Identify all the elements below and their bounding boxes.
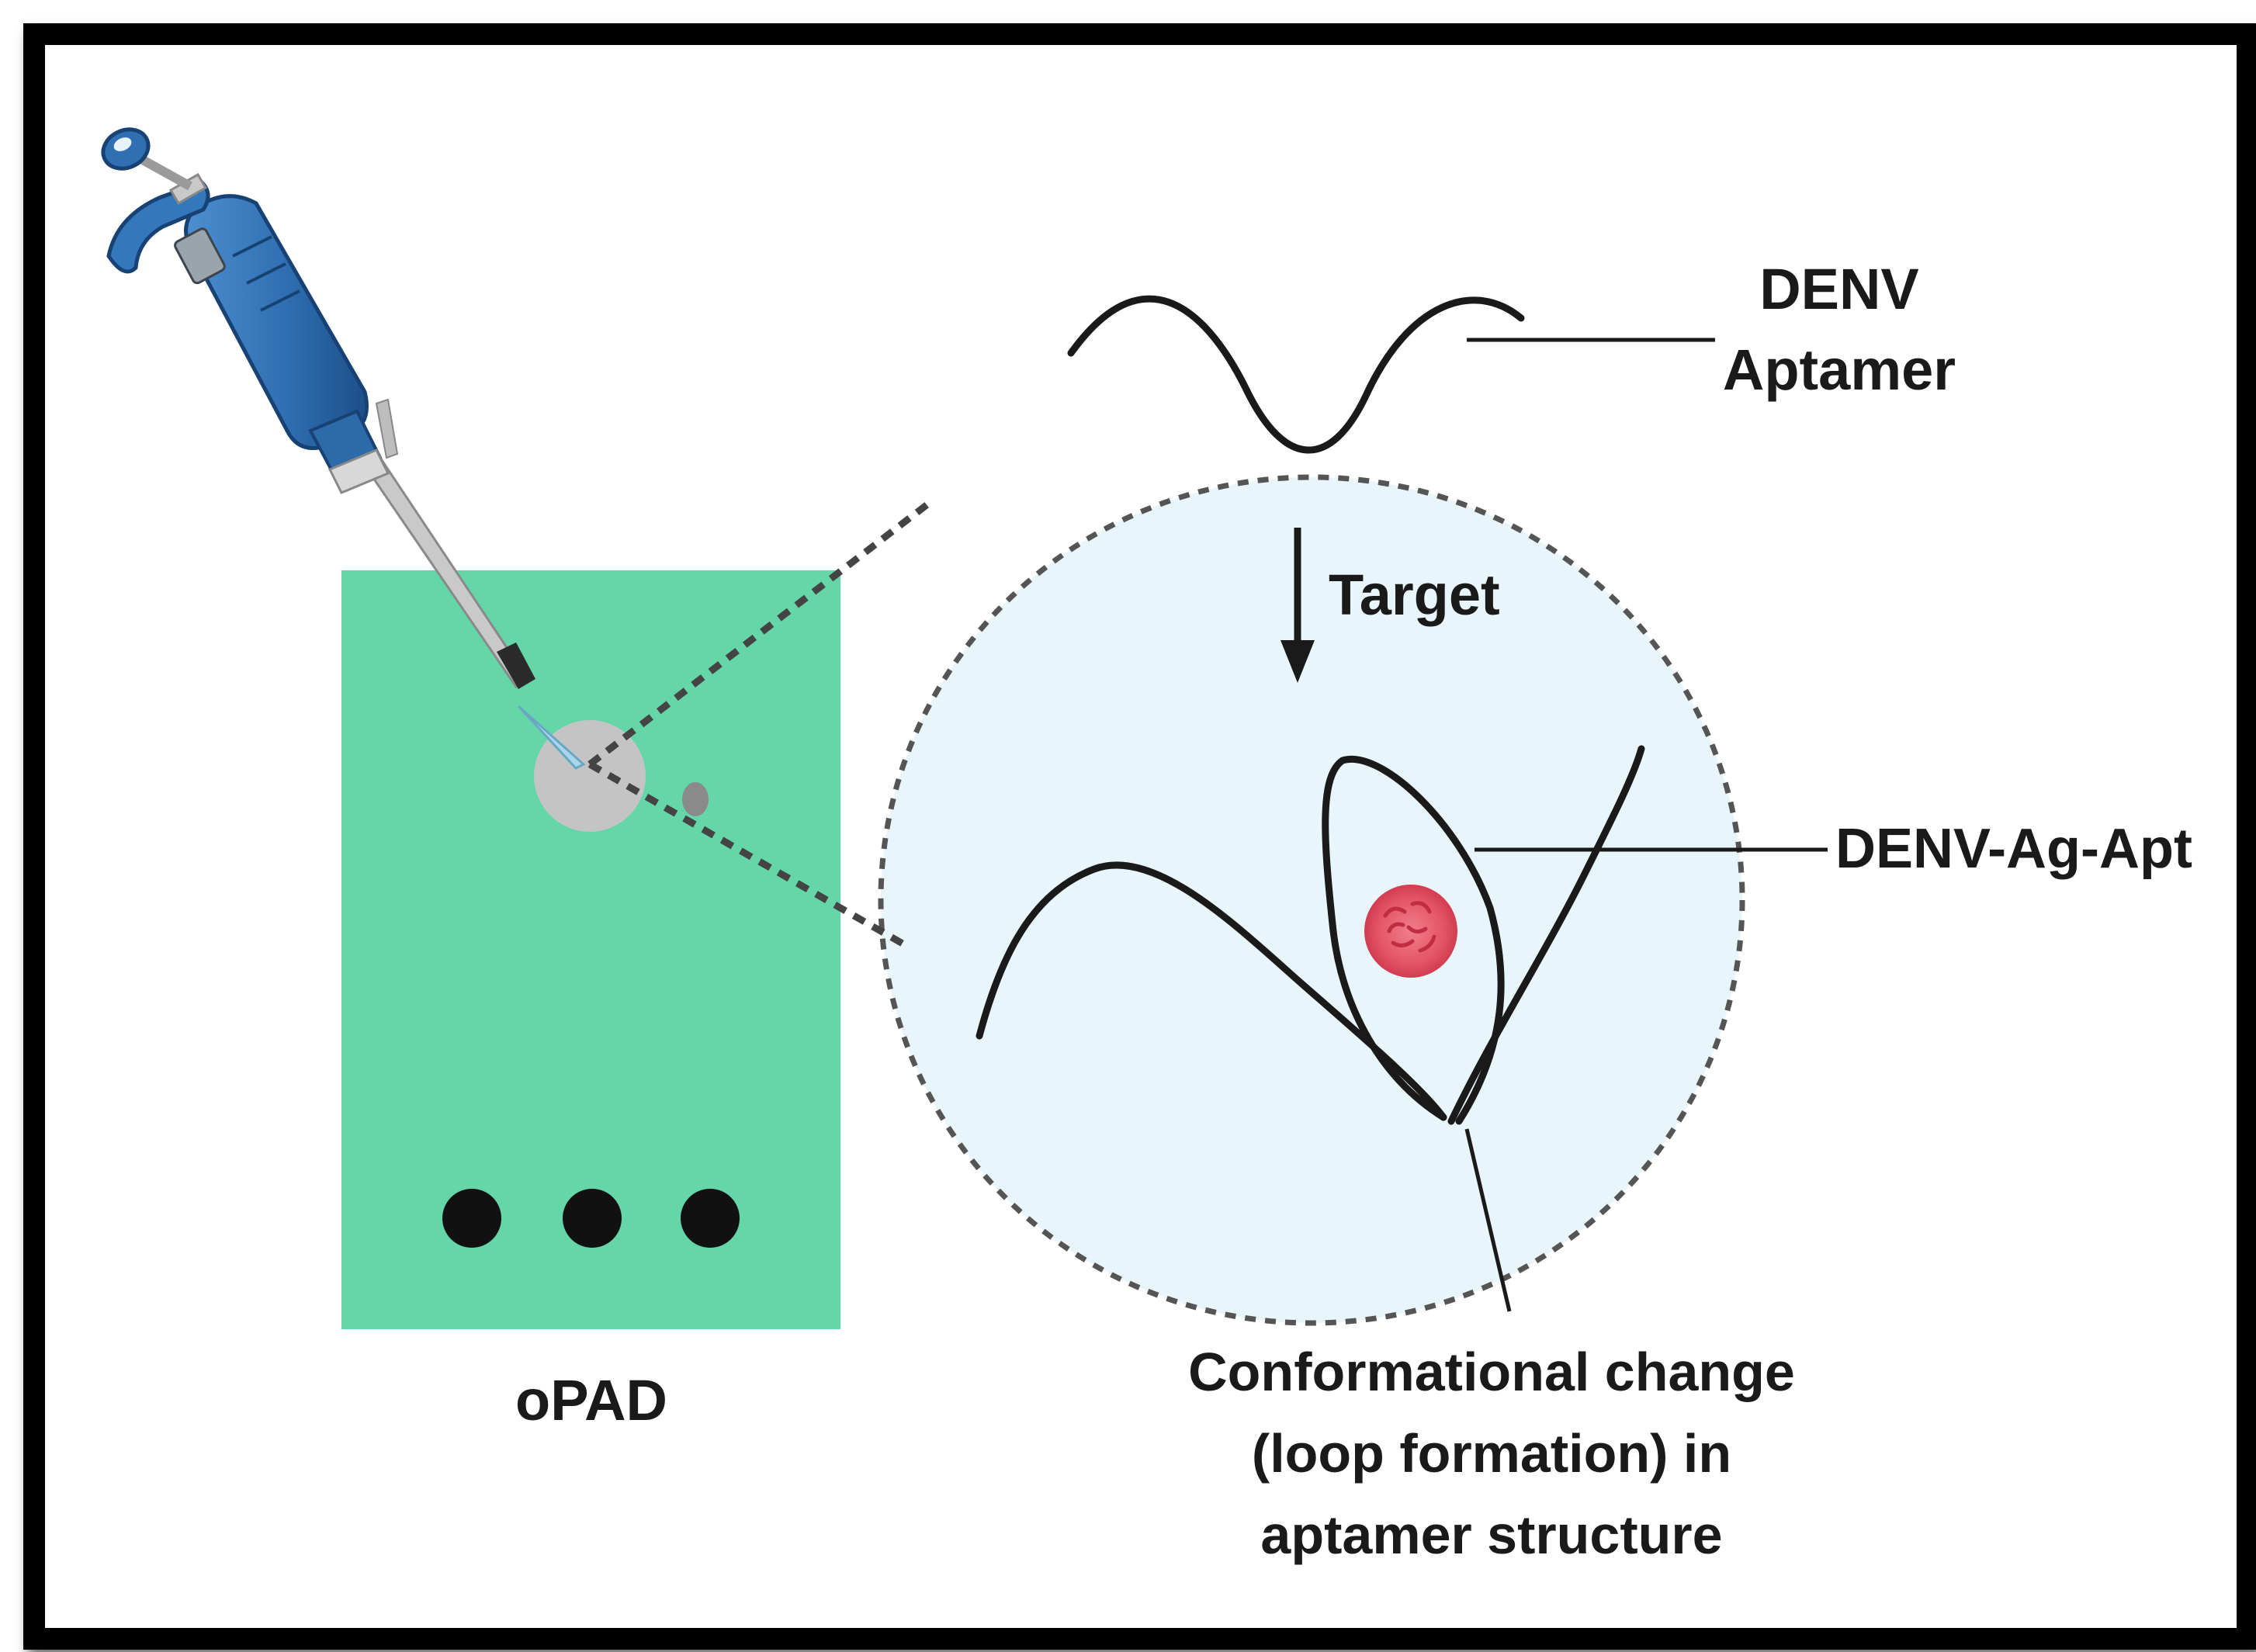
opad-label: oPAD bbox=[515, 1368, 667, 1432]
conformational-label-line2: (loop formation) in bbox=[1252, 1423, 1731, 1484]
zoom-line-top bbox=[587, 501, 930, 767]
detection-spot-2 bbox=[563, 1189, 622, 1248]
zoom-line-bottom bbox=[587, 761, 910, 950]
small-spot bbox=[682, 782, 709, 816]
detection-spot-1 bbox=[442, 1189, 501, 1248]
target-arrow-head bbox=[1280, 640, 1315, 683]
free-aptamer-strand bbox=[1067, 295, 1525, 454]
complex-label: DENV-Ag-Apt bbox=[1835, 818, 2192, 880]
antigen-particle-icon bbox=[1364, 885, 1457, 978]
aptamer-label-line2: Aptamer bbox=[1723, 338, 1956, 402]
aptamer-label-line1: DENV bbox=[1759, 257, 1919, 321]
pipette-icon bbox=[101, 127, 586, 770]
zoom-circle bbox=[878, 474, 1745, 1326]
aptamer-complex bbox=[976, 745, 1645, 1125]
conformational-label-line3: aptamer structure bbox=[1260, 1505, 1722, 1565]
detection-spot-3 bbox=[681, 1189, 740, 1248]
conformational-leader-line bbox=[1464, 1128, 1512, 1312]
target-label: Target bbox=[1329, 563, 1500, 627]
conformational-label-line1: Conformational change bbox=[1188, 1342, 1795, 1402]
